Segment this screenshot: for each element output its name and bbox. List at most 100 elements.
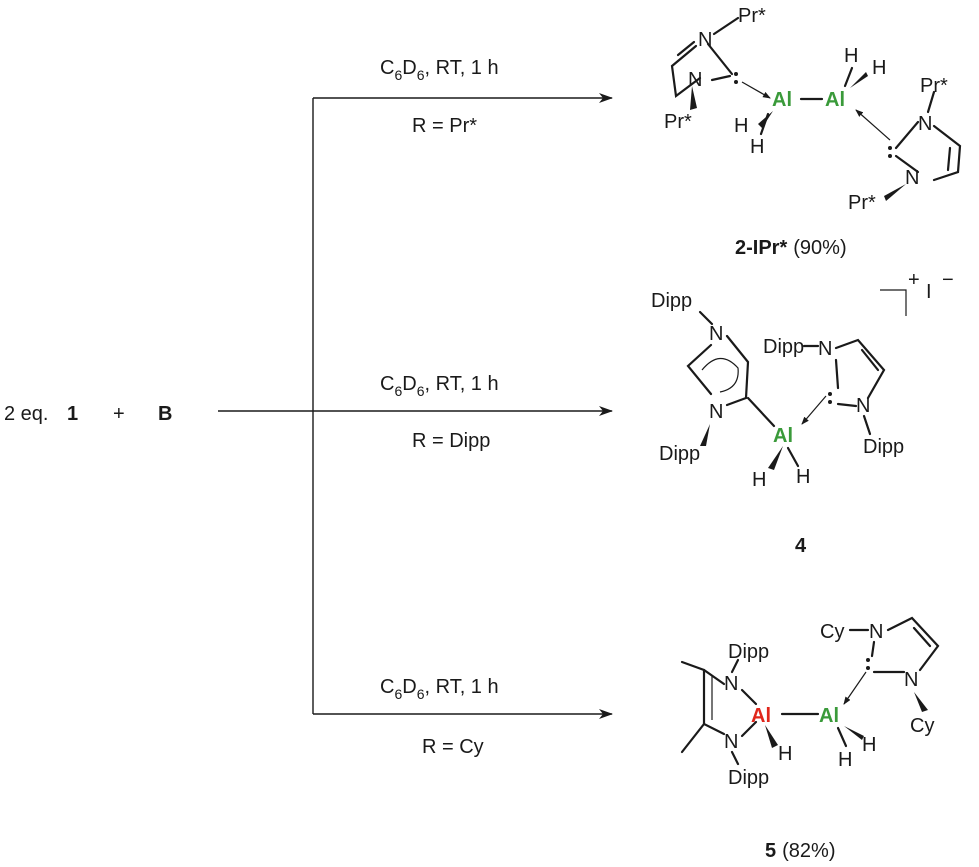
hydride-atom: H — [734, 115, 748, 137]
hydride-atom: H — [778, 743, 792, 765]
pr-star-label: Pr* — [848, 192, 876, 214]
lone-pair-dot — [734, 80, 738, 84]
r-group-label: R = Cy — [422, 736, 484, 758]
aluminium-atom: Al — [773, 425, 793, 447]
n-substituent-bond — [712, 16, 740, 36]
compound-label: 2-IPr*(90%) — [735, 237, 847, 259]
product-4-structure: + I − Dipp N N Dipp Al H H Dipp N N Dipp — [651, 269, 954, 491]
nitrogen-atom: N — [869, 621, 883, 643]
ring-bond — [870, 640, 876, 658]
nitrogen-atom: N — [709, 323, 723, 345]
dative-bond-arrow — [843, 671, 867, 705]
product-2-ipr-caption: 2-IPr*(90%) — [735, 237, 847, 259]
nitrogen-atom: N — [918, 113, 932, 135]
n-substituent-bond — [730, 750, 740, 766]
dipp-label: Dipp — [728, 641, 769, 663]
dipp-label: Dipp — [651, 290, 692, 312]
ring-bond — [710, 74, 732, 82]
lone-pair-dot — [828, 400, 832, 404]
lone-pair-dot — [866, 658, 870, 662]
n-substituent-bond — [926, 90, 936, 114]
ring-bond — [725, 334, 750, 407]
reaction-arrows — [218, 93, 613, 719]
ring-bond — [894, 120, 920, 150]
wedge-bond — [844, 726, 864, 740]
lone-pair-dot — [888, 146, 892, 150]
compound-label: 4 — [795, 535, 807, 557]
compound-b-label: B — [158, 403, 172, 425]
al-h-bond — [759, 112, 770, 136]
reactants: 2 eq. 1 + B — [4, 403, 172, 425]
hydride-atom: H — [862, 734, 876, 756]
plus-sign: + — [113, 403, 125, 425]
al-h-bond — [786, 446, 800, 468]
c-al-bond — [746, 396, 776, 428]
al-h-bond — [836, 726, 848, 748]
conditions-text: C6D6, RT, 1 h — [380, 676, 499, 702]
product-5-caption: 5(82%) — [765, 840, 835, 862]
hydride-atom: H — [750, 136, 764, 158]
hydride-atom: H — [838, 749, 852, 771]
conditions-text: C6D6, RT, 1 h — [380, 373, 499, 399]
hydride-atom: H — [796, 466, 810, 488]
ring-double-bond — [676, 40, 696, 57]
ring-bond — [894, 154, 920, 174]
conditions-bottom: C6D6, RT, 1 h R = Cy — [380, 676, 499, 758]
nitrogen-atom: N — [905, 167, 919, 189]
compound-label: 5(82%) — [765, 840, 835, 862]
product-2-ipr-structure: N N Pr* Pr* Al Al H H H H N N Pr* Pr* — [664, 5, 962, 214]
nitrogen-atom: N — [724, 673, 738, 695]
n-al-bond — [740, 720, 758, 738]
nitrogen-atom: N — [818, 338, 832, 360]
lone-pair-dot — [888, 154, 892, 158]
hydride-atom: H — [844, 45, 858, 67]
nitrogen-atom: N — [698, 29, 712, 51]
hydride-atom: H — [752, 469, 766, 491]
methyl-bond — [680, 722, 706, 754]
wedge-bond — [768, 446, 783, 470]
aromatic-circle — [701, 357, 739, 393]
n-substituent-bond — [862, 414, 872, 436]
aluminium-atom: Al — [825, 89, 845, 111]
dipp-label: Dipp — [659, 443, 700, 465]
nitrogen-atom: N — [709, 401, 723, 423]
iodide-label: I — [926, 281, 932, 303]
dipp-label: Dipp — [763, 336, 804, 358]
conditions-text: C6D6, RT, 1 h — [380, 57, 499, 83]
wedge-bond — [690, 86, 697, 110]
n-substituent-bond — [698, 310, 714, 326]
dipp-label: Dipp — [728, 767, 769, 789]
aluminium-atom: Al — [772, 89, 792, 111]
wedge-bond — [765, 725, 778, 748]
r-group-label: R = Pr* — [412, 115, 477, 137]
ring-bond — [834, 358, 840, 390]
compound-1-label: 1 — [67, 403, 78, 425]
hydride-atom: H — [872, 57, 886, 79]
pr-star-label: Pr* — [738, 5, 766, 27]
lone-pair-dot — [734, 72, 738, 76]
ring-double-bond — [860, 348, 880, 372]
ring-double-bond — [946, 146, 952, 172]
wedge-bond — [850, 72, 868, 88]
pr-star-label: Pr* — [664, 111, 692, 133]
nitrogen-atom: N — [904, 669, 918, 691]
product-5-structure: N N Dipp Dipp Al H Al H H Cy N N Cy — [680, 616, 940, 789]
dative-bond-arrow — [741, 81, 771, 99]
positive-charge: + — [908, 269, 920, 291]
wedge-bond — [914, 692, 928, 712]
ring-bond — [670, 44, 702, 99]
ring-bond — [706, 42, 734, 76]
ring-double-bond — [912, 626, 932, 648]
n-substituent-bond — [730, 658, 740, 674]
charge-bracket — [880, 289, 907, 316]
product-4-caption: 4 — [795, 535, 807, 557]
ring-bond — [886, 616, 940, 672]
aluminium-atom: Al — [819, 705, 839, 727]
dative-bond-arrow — [855, 109, 891, 141]
al-h-bond — [843, 66, 854, 88]
lone-pair-dot — [866, 666, 870, 670]
backbone-bond — [702, 668, 726, 736]
pr-star-label: Pr* — [920, 75, 948, 97]
